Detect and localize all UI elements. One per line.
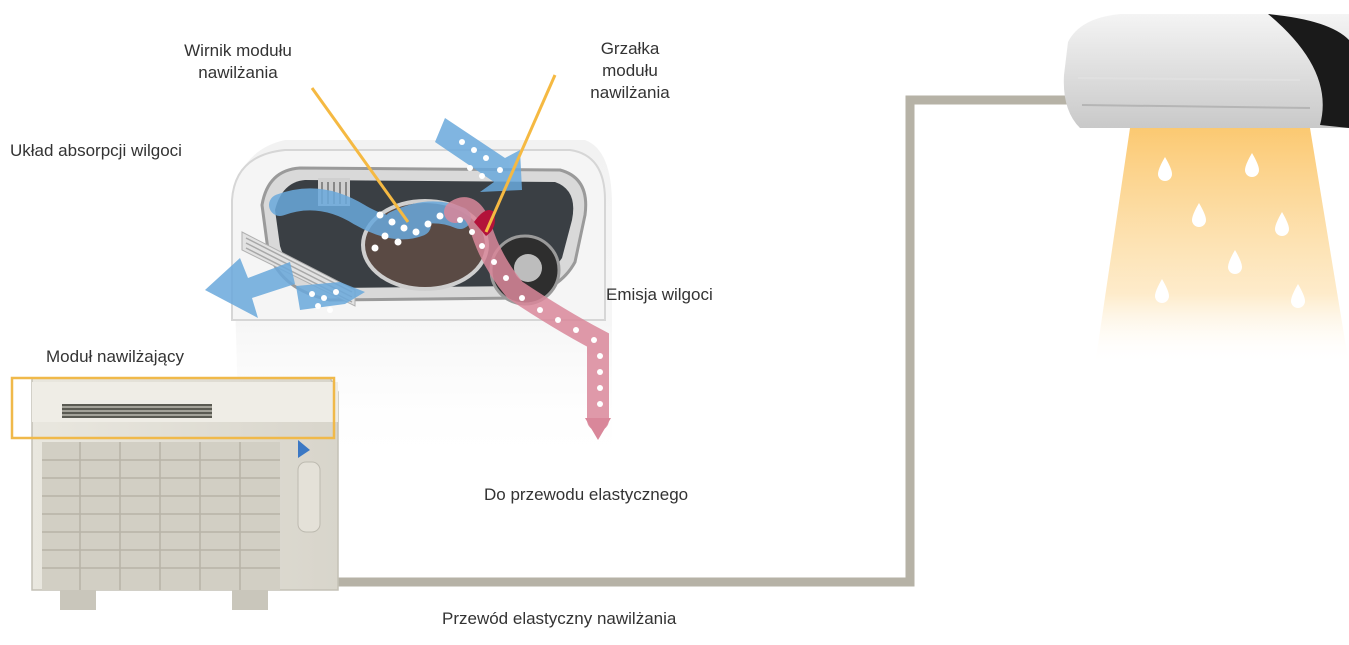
module-label: Moduł nawilżający [46,346,184,368]
hose-label: Przewód elastyczny nawilżania [442,608,676,630]
outdoor-unit-icon [32,378,338,610]
rotor-label: Wirnik modułu nawilżania [158,40,318,84]
to-hose-label: Do przewodu elastycznego [484,484,688,506]
emission-label: Emisja wilgoci [606,284,713,306]
warm-air-beam [1095,128,1349,365]
absorption-label: Układ absorpcji wilgoci [10,140,182,162]
heater-label: Grzałka modułu nawilżania [575,38,685,104]
indoor-unit-icon [1064,14,1349,128]
